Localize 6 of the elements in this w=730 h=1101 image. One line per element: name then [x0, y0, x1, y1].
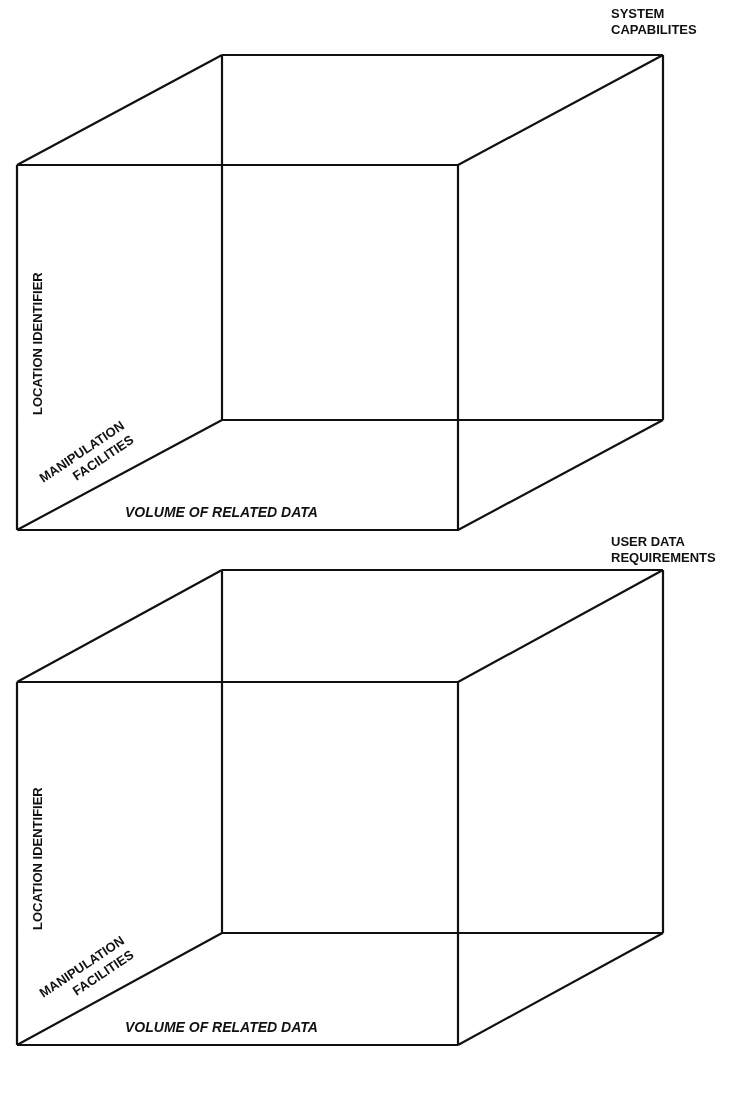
axis-label: LOCATION IDENTIFIER	[30, 787, 46, 930]
axis-label: VOLUME OF RELATED DATA	[125, 1019, 318, 1037]
cube-title: SYSTEM CAPABILITES	[611, 6, 698, 39]
axis-label: LOCATION IDENTIFIER	[30, 272, 46, 415]
cube-title: USER DATA REQUIREMENTS	[611, 534, 717, 567]
axis-label: VOLUME OF RELATED DATA	[125, 504, 318, 522]
